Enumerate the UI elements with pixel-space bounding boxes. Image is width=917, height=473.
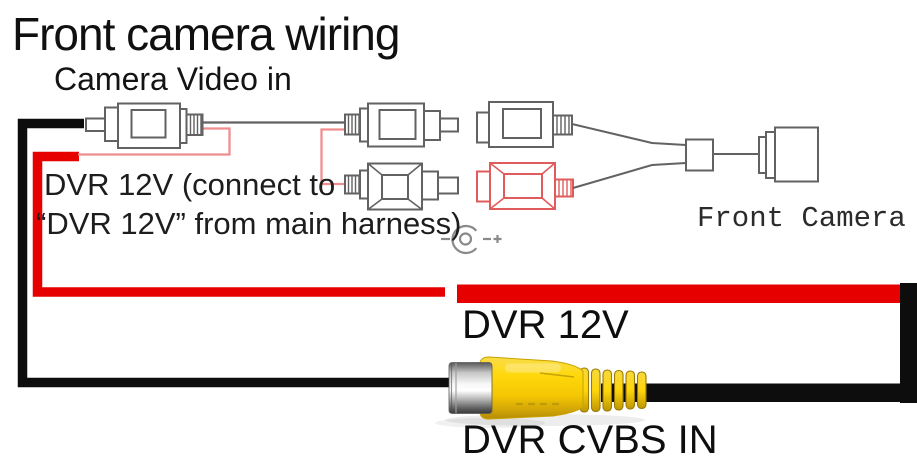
rca-plug-video-male bbox=[344, 102, 459, 148]
rca-jack-video-female bbox=[476, 101, 573, 148]
y-split-wire-top bbox=[571, 123, 687, 146]
cable-junction-box bbox=[685, 138, 714, 172]
yellow-body bbox=[479, 356, 584, 420]
dc-polarity-center-positive-icon bbox=[441, 224, 502, 255]
dvr12v-note-line1: DVR 12V (connect to bbox=[44, 167, 336, 202]
ground-wire-black bbox=[17, 118, 450, 388]
rca-plug-power-male bbox=[344, 162, 459, 211]
front-camera-sketch-icon bbox=[758, 126, 819, 183]
y-split-wire-bottom bbox=[572, 162, 687, 189]
page-title: Front camera wiring bbox=[12, 8, 400, 60]
front-camera-label: Front Camera bbox=[697, 202, 906, 235]
camera-video-in-label: Camera Video in bbox=[54, 61, 292, 97]
power-tap-wire bbox=[78, 127, 231, 156]
harness-edge-bar-black bbox=[900, 283, 917, 403]
yellow-rca-jack-photo bbox=[435, 356, 647, 428]
dvr-12v-wire-red bbox=[32, 151, 445, 297]
dvr-cvbs-in-label: DVR CVBS IN bbox=[462, 418, 718, 462]
connector-bridge-wire bbox=[320, 128, 345, 186]
connector-shadow-2 bbox=[435, 418, 545, 428]
dvr12v-note-line2: “DVR 12V” from main harness) bbox=[36, 206, 462, 241]
dvr-12v-power-bar-red bbox=[457, 284, 900, 303]
rca-jack-power-red bbox=[476, 162, 574, 210]
dvr-12v-label: DVR 12V bbox=[462, 303, 629, 347]
rca-plug-camera-video-in bbox=[85, 102, 204, 149]
metal-barrel bbox=[448, 362, 493, 414]
cvbs-cable-black bbox=[601, 383, 902, 402]
